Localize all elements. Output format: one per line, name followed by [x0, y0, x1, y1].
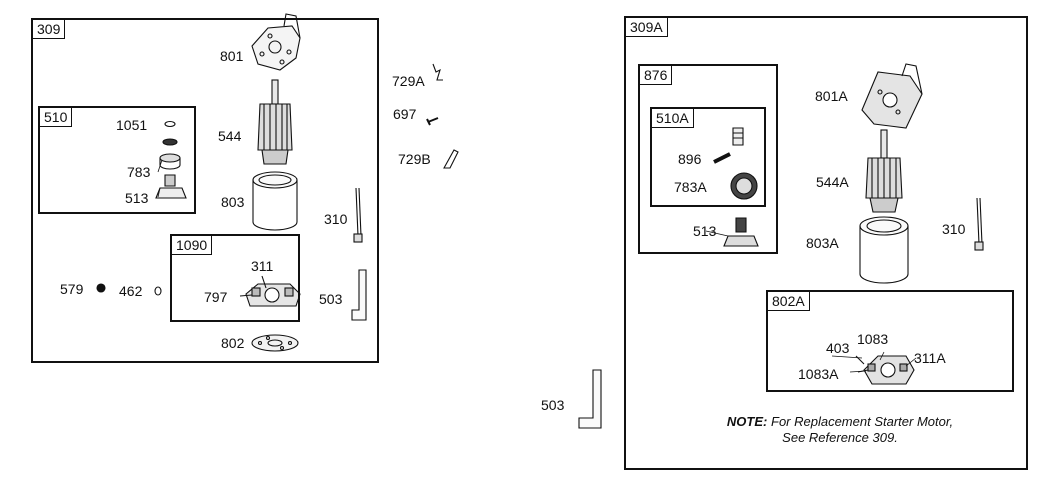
- part-544-drawing: [257, 79, 293, 165]
- note-line-1: NOTE: For Replacement Starter Motor,: [690, 414, 990, 430]
- label-310-right: 310: [942, 221, 966, 237]
- part-729a-drawing: [432, 63, 443, 81]
- label-802: 802: [221, 335, 245, 351]
- label-503: 503: [319, 291, 343, 307]
- part-729b-drawing: [443, 149, 459, 169]
- label-729b: 729B: [398, 151, 431, 167]
- group-510-box: 510: [38, 106, 196, 214]
- label-462: 462: [119, 283, 143, 299]
- label-896: 896: [678, 151, 702, 167]
- group-802a-box: 802A: [766, 290, 1014, 392]
- part-544a-drawing: [865, 129, 903, 213]
- group-876-box: 876: [638, 64, 778, 254]
- part-510-kit-drawing: [155, 120, 187, 199]
- note-line-2: See Reference 309.: [782, 430, 898, 445]
- part-579-drawing: [96, 283, 106, 293]
- group-510a-box: 510A: [650, 107, 766, 207]
- label-310: 310: [324, 211, 348, 227]
- label-801a: 801A: [815, 88, 848, 104]
- label-311: 311: [251, 258, 274, 274]
- label-544: 544: [218, 128, 242, 144]
- group-510-tag: 510: [39, 107, 73, 127]
- label-697: 697: [393, 106, 417, 122]
- part-1090-drawing: [239, 275, 301, 307]
- label-1083a: 1083A: [798, 366, 839, 382]
- group-876-tag: 876: [639, 65, 673, 85]
- group-802a-tag: 802A: [767, 291, 810, 311]
- label-803: 803: [221, 194, 245, 210]
- label-729a: 729A: [392, 73, 425, 89]
- part-310-drawing: [353, 187, 363, 243]
- group-510a-tag: 510A: [651, 108, 694, 128]
- part-803-drawing: [252, 171, 298, 231]
- group-1090-tag: 1090: [171, 235, 213, 255]
- group-309a-box: 309A: [624, 16, 1028, 470]
- label-1051: 1051: [116, 117, 148, 133]
- label-513-right: 513: [693, 223, 717, 239]
- note-label: NOTE:: [726, 414, 768, 429]
- label-801: 801: [220, 48, 244, 64]
- part-310-right-drawing: [974, 197, 984, 251]
- label-579: 579: [60, 281, 84, 297]
- part-802-drawing: [251, 334, 299, 352]
- label-797: 797: [204, 289, 228, 305]
- part-462-drawing: [154, 286, 162, 296]
- replacement-note: NOTE: For Replacement Starter Motor, See…: [690, 414, 990, 446]
- label-803a: 803A: [806, 235, 839, 251]
- part-503-drawing: [351, 269, 367, 321]
- group-1090-box: 1090: [170, 234, 300, 322]
- label-544a: 544A: [816, 174, 849, 190]
- part-801-drawing: [251, 13, 301, 71]
- group-309-box: 309: [31, 18, 379, 363]
- label-403: 403: [826, 340, 850, 356]
- label-783a: 783A: [674, 179, 707, 195]
- label-1083: 1083: [857, 331, 889, 347]
- label-783: 783: [127, 164, 151, 180]
- part-697-drawing: [426, 117, 439, 126]
- part-802a-drawing: [855, 355, 915, 385]
- label-311a: 311A: [914, 350, 946, 366]
- label-513: 513: [125, 190, 149, 206]
- part-801a-drawing: [861, 63, 923, 129]
- part-510a-kit-drawing: [713, 127, 758, 200]
- part-803a-drawing: [859, 216, 909, 284]
- group-309-tag: 309: [32, 19, 66, 39]
- part-513-right-drawing: [723, 217, 759, 247]
- part-503-center-drawing: [578, 369, 602, 429]
- label-503-center: 503: [541, 397, 565, 413]
- note-text-1: For Replacement Starter Motor,: [771, 414, 954, 429]
- group-309a-tag: 309A: [625, 17, 668, 37]
